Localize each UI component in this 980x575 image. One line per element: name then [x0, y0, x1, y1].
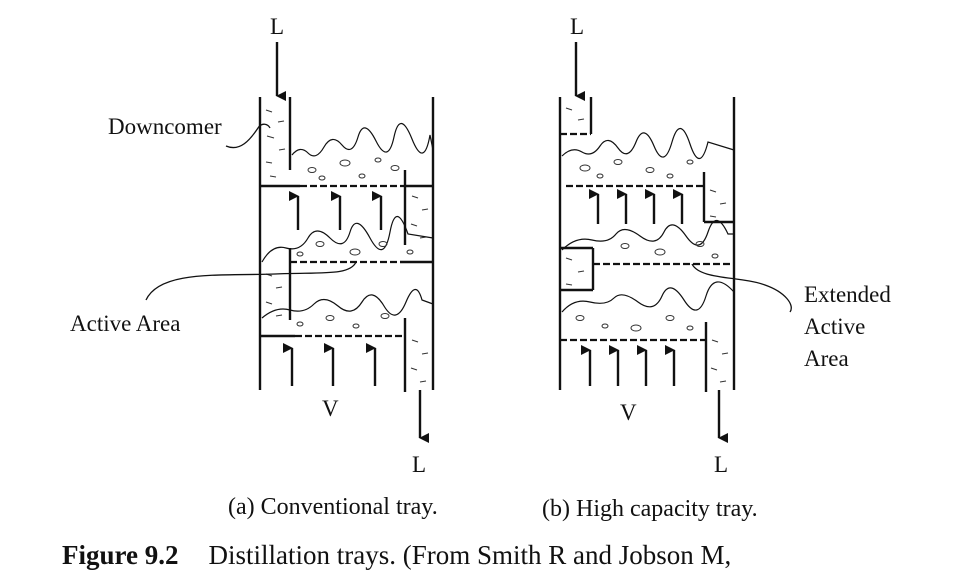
liquid-outlet-label: L: [412, 452, 426, 477]
caption-a: (a) Conventional tray.: [228, 494, 438, 520]
extended-active-area-label-line-2: Active: [804, 314, 865, 339]
vapor-arrows-bottom-a: [283, 343, 377, 386]
figure-number: Figure 9.2: [62, 540, 179, 570]
tray-2: [261, 215, 434, 320]
extended-active-area-label-line-1: Extended: [804, 282, 891, 307]
distillation-trays-diagram: L: [70, 14, 891, 522]
tray-3-b: [560, 281, 735, 392]
vapor-label: V: [322, 396, 339, 421]
tray-3: [260, 288, 434, 392]
tray-1: [260, 122, 434, 245]
tray-2-b: [560, 219, 734, 292]
downcomer-top: [265, 97, 292, 178]
extended-active-area-label-line-3: Area: [804, 346, 849, 371]
figure-caption: Figure 9.2 Distillation trays. (From Smit…: [62, 540, 980, 571]
liquid-inlet-label-b: L: [570, 14, 584, 39]
extended-active-area-leader-line: [691, 263, 792, 313]
vapor-label-b: V: [620, 400, 637, 425]
conventional-tray-diagram: L: [70, 14, 438, 520]
liquid-inlet-label: L: [270, 14, 284, 39]
vapor-arrows-middle-b: [589, 189, 684, 224]
downcomer-top-b: [560, 97, 593, 136]
tray-1-b: [561, 127, 735, 224]
vapor-arrows-middle-a: [289, 191, 383, 230]
caption-b: (b) High capacity tray.: [542, 496, 758, 522]
active-area-label: Active Area: [70, 311, 180, 336]
liquid-outlet-label-b: L: [714, 452, 728, 477]
figure-caption-text: Distillation trays. (From Smith R and Jo…: [208, 540, 732, 570]
vapor-arrows-bottom-b: [581, 345, 676, 386]
downcomer-leader-line: [225, 123, 271, 149]
active-area-leader-line: [145, 261, 357, 301]
downcomer-label: Downcomer: [108, 114, 222, 139]
high-capacity-tray-diagram: L: [542, 14, 891, 522]
